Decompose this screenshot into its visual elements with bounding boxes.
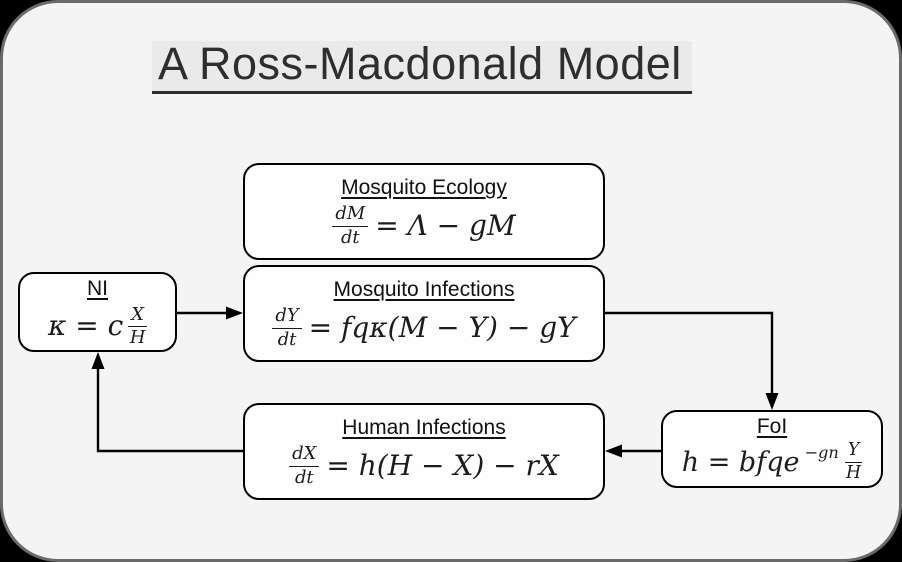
node-label: FoI [756,415,788,439]
node-label: NI [87,276,108,300]
equation: dM dt = Λ − gM [332,204,516,248]
node-mosquito-ecology: Mosquito Ecology dM dt = Λ − gM [243,163,605,260]
equation: dY dt = fqκ(M − Y) − gY [272,306,576,350]
fraction-numerator: dY [272,306,302,329]
fraction-numerator: X [128,304,148,328]
page-title: A Ross-Macdonald Model [152,40,692,94]
fraction: dX dt [289,444,320,488]
equation-superscript: −gn [804,443,839,463]
node-mosquito-infections: Mosquito Infections dY dt = fqκ(M − Y) −… [243,265,605,362]
equation: dX dt = h(H − X) − rX [289,444,559,487]
node-human-infections: Human Infections dX dt = h(H − X) − rX [243,403,605,500]
fraction: X H [128,304,148,349]
equation: h = bfqe−gn Y H [681,441,863,484]
equation-lhs: h = bfqe [681,446,800,478]
fraction: dY dt [272,306,302,350]
fraction: dM dt [332,204,369,248]
equation-rhs: = h(H − X) − rX [326,448,559,482]
fraction-denominator: dt [294,466,314,488]
equation: κ = c X H [47,304,148,349]
fraction-denominator: H [129,327,146,349]
node-label: Mosquito Ecology [341,176,507,200]
fraction-denominator: dt [277,328,297,350]
fraction-numerator: dM [332,204,369,227]
equation-rhs: = Λ − gM [375,208,516,242]
fraction: Y H [844,441,863,484]
fraction-numerator: dX [289,444,320,467]
fraction-denominator: H [846,463,862,484]
node-label: Human Infections [342,416,506,440]
fraction-denominator: dt [340,226,360,248]
node-ni: NI κ = c X H [18,272,177,352]
node-label: Mosquito Infections [333,278,515,302]
equation-lhs: κ = c [47,309,124,343]
fraction-numerator: Y [844,441,863,464]
equation-rhs: = fqκ(M − Y) − gY [308,310,576,344]
node-foi: FoI h = bfqe−gn Y H [661,410,883,488]
